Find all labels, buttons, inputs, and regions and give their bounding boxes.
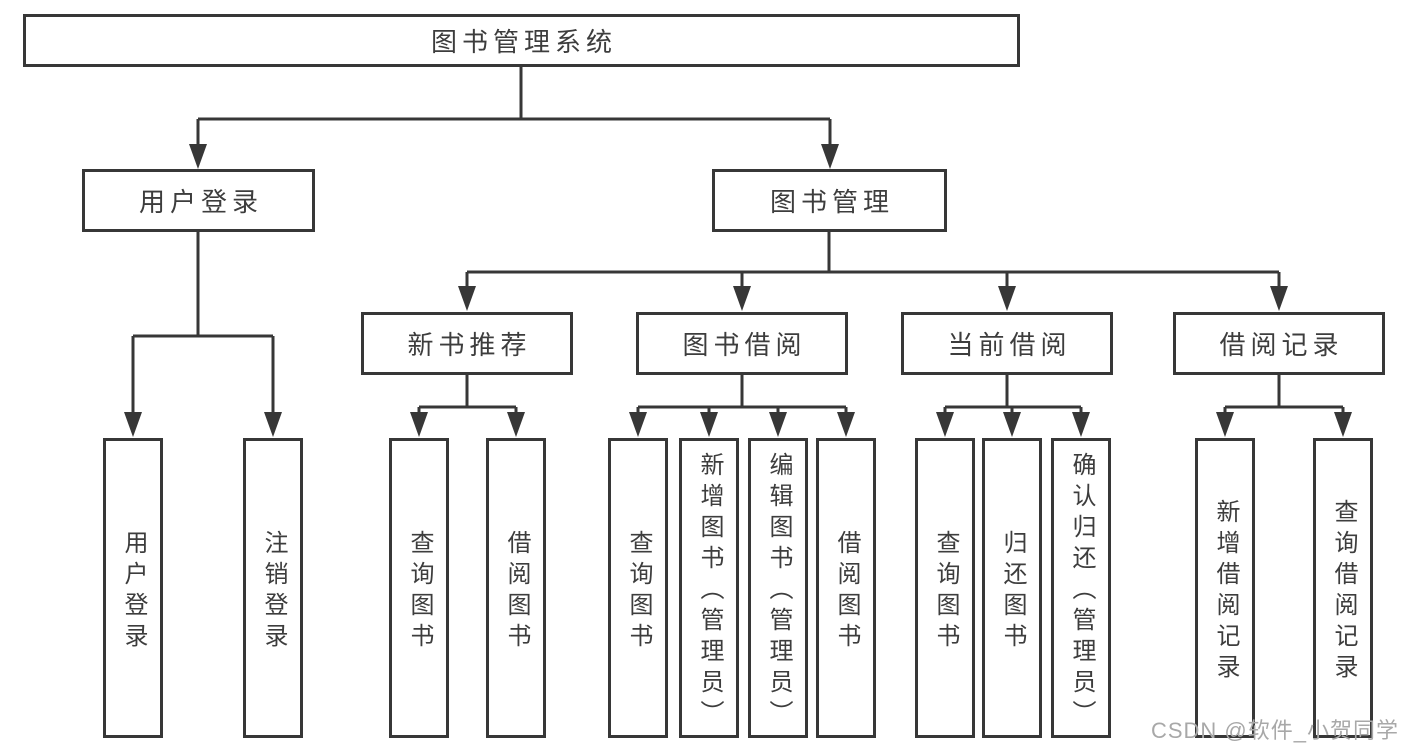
leaf-add-borrow-record: 新增借阅记录 (1195, 438, 1255, 738)
arrowhead-icons (124, 144, 1352, 437)
node-new-book-recommendation: 新书推荐 (361, 312, 573, 375)
node-user-login: 用户登录 (82, 169, 315, 232)
node-label: 归还图书 (999, 529, 1026, 654)
node-book-management: 图书管理 (712, 169, 947, 232)
leaf-borrow-books: 借阅图书 (816, 438, 876, 738)
node-label: 注销登录 (260, 529, 287, 654)
node-label: 图书管理 (769, 187, 894, 217)
leaf-edit-book-admin: 编辑图书（管理员） (748, 438, 808, 738)
node-label: 编辑图书（管理员） (765, 452, 792, 731)
node-label: 图书管理系统 (430, 27, 617, 57)
leaf-borrow-books-recommend: 借阅图书 (486, 438, 546, 738)
connector-paths (131, 67, 1345, 412)
node-label: 图书借阅 (682, 330, 807, 360)
leaf-add-book-admin: 新增图书（管理员） (679, 438, 739, 738)
node-label: 新书推荐 (407, 330, 532, 360)
node-label: 用户登录 (120, 529, 147, 654)
node-label: 借阅记录 (1219, 330, 1344, 360)
leaf-confirm-return-admin: 确认归还（管理员） (1051, 438, 1111, 738)
node-label: 当前借阅 (947, 330, 1072, 360)
node-label: 用户登录 (138, 187, 263, 217)
node-book-borrowing: 图书借阅 (636, 312, 848, 375)
leaf-return-books: 归还图书 (982, 438, 1042, 738)
node-label: 借阅图书 (833, 529, 860, 654)
node-label: 确认归还（管理员） (1068, 452, 1095, 731)
node-label: 借阅图书 (503, 529, 530, 654)
node-current-borrowing: 当前借阅 (901, 312, 1113, 375)
node-label: 新增借阅记录 (1212, 498, 1239, 685)
node-label: 新增图书（管理员） (696, 452, 723, 731)
node-label: 查询借阅记录 (1330, 498, 1357, 685)
leaf-query-books-current: 查询图书 (915, 438, 975, 738)
leaf-user-login: 用户登录 (103, 438, 163, 738)
csdn-watermark: CSDN @软件_小贺同学 (1150, 718, 1399, 743)
node-label: 查询图书 (932, 529, 959, 654)
node-library-system: 图书管理系统 (23, 14, 1020, 67)
node-label: 查询图书 (406, 529, 433, 654)
leaf-query-books-borrow: 查询图书 (608, 438, 668, 738)
node-label: 查询图书 (625, 529, 652, 654)
leaf-query-borrow-record: 查询借阅记录 (1313, 438, 1373, 738)
node-borrowing-records: 借阅记录 (1173, 312, 1385, 375)
leaf-query-books-recommend: 查询图书 (389, 438, 449, 738)
leaf-logout: 注销登录 (243, 438, 303, 738)
